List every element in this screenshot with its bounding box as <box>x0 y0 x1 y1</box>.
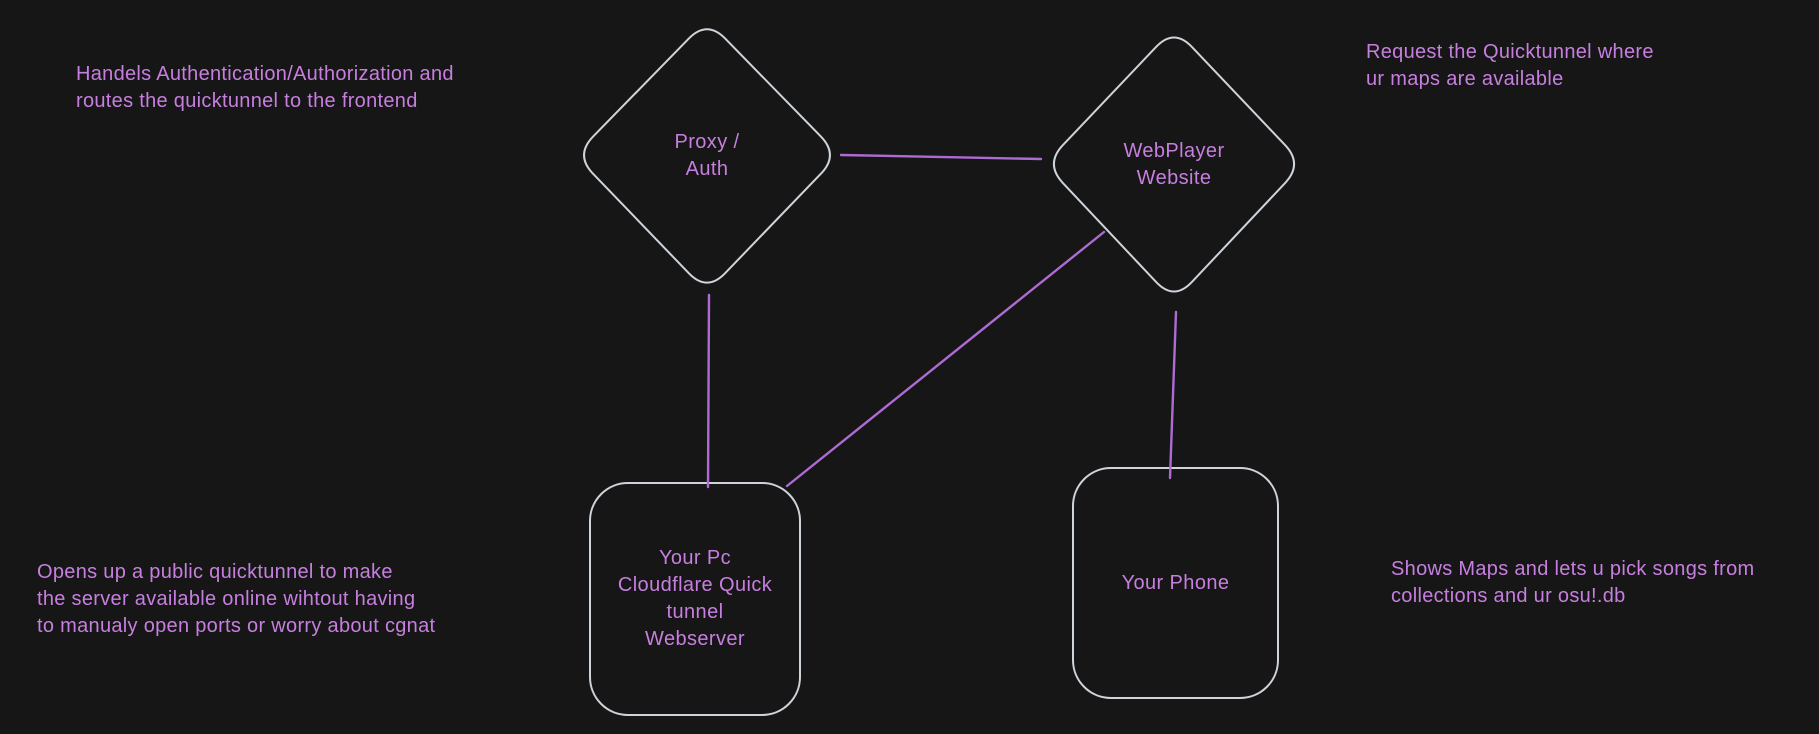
connector-webplayer-to-phone <box>1168 310 1178 480</box>
note-line: ur maps are available <box>1366 68 1564 90</box>
phone-rect-shape <box>1072 467 1279 699</box>
note-line: Handels Authentication/Authorization and <box>76 63 454 85</box>
connector-webserver-to-webplayer <box>785 230 1106 488</box>
note-line: the server available online wihtout havi… <box>37 588 416 610</box>
note-line: routes the quicktunnel to the frontend <box>76 90 418 112</box>
note-line: Opens up a public quicktunnel to make <box>37 561 393 583</box>
webplayer-label: WebPlayer Website <box>1045 28 1303 301</box>
note-line: Request the Quicktunnel where <box>1366 41 1654 63</box>
label-line: Cloudflare Quick <box>617 574 773 596</box>
note-line: Shows Maps and lets u pick songs from <box>1391 558 1755 580</box>
connector-proxy-to-webplayer <box>839 153 1043 161</box>
proxy-auth-label: Proxy / Auth <box>575 20 839 292</box>
pc-webserver-rect-shape <box>589 482 801 716</box>
note-line: to manualy open ports or worry about cgn… <box>37 615 436 637</box>
label-line: tunnel <box>666 601 724 623</box>
label-line: Your Pc <box>658 547 732 569</box>
webplayer-diamond-shape <box>1052 36 1296 293</box>
connector-proxy-to-webserver <box>706 293 711 489</box>
note-line: collections and ur osu!.db <box>1391 585 1626 607</box>
note-webplayer: Request the Quicktunnel where ur maps ar… <box>1366 39 1654 93</box>
pc-webserver-label: Your Pc Cloudflare Quick tunnel Webserve… <box>590 483 800 715</box>
phone-label: Your Phone <box>1073 468 1278 698</box>
label-line: Proxy / <box>674 131 740 153</box>
proxy-auth-diamond-shape <box>583 28 831 284</box>
label-line: Auth <box>685 158 729 180</box>
note-proxy-auth: Handels Authentication/Authorization and… <box>76 61 454 115</box>
label-line: Website <box>1136 166 1212 189</box>
note-phone: Shows Maps and lets u pick songs from co… <box>1391 556 1754 610</box>
note-webserver: Opens up a public quicktunnel to make th… <box>37 559 435 640</box>
label-line: Webserver <box>645 628 745 650</box>
label-line: WebPlayer <box>1123 139 1225 162</box>
label-line: Your Phone <box>1121 571 1230 594</box>
